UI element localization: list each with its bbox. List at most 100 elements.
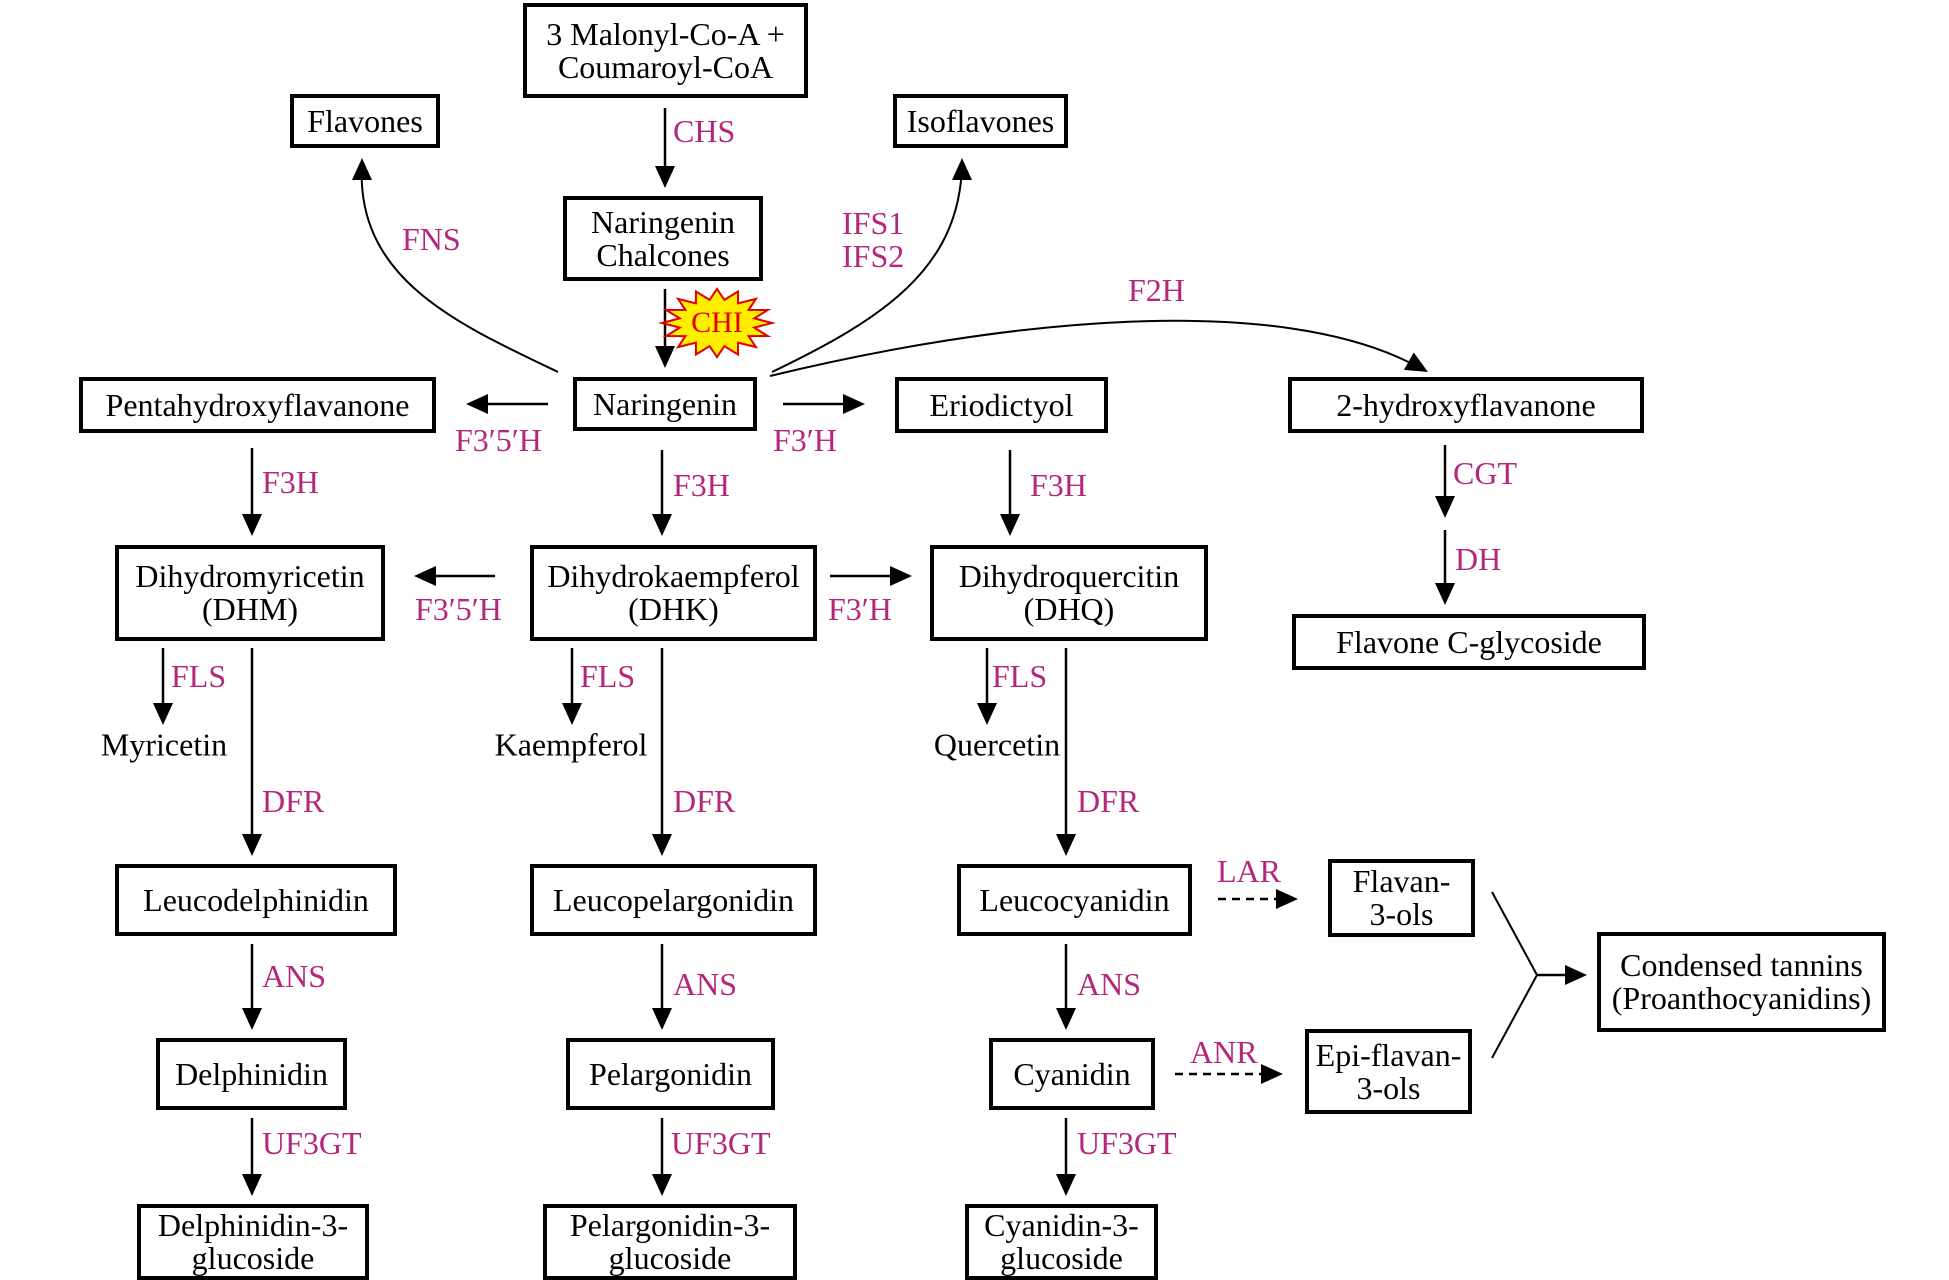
enzyme-label-line: LAR — [1217, 853, 1281, 889]
arrow-naringenin-to-2hydroxyflavanone — [769, 319, 1421, 377]
node-label-line: (Proanthocyanidins) — [1611, 980, 1872, 1016]
node-label-line: Epi-flavan- — [1315, 1036, 1462, 1073]
node-label-line: glucoside — [1000, 1240, 1123, 1276]
arrow-dhm-to-leucodelphinidin-head — [242, 834, 262, 856]
enzyme-f3h-prime-top: F3′H — [773, 424, 837, 457]
arrow-dhk-to-dhm-head — [414, 566, 436, 586]
node-delphinidin: Delphinidin — [156, 1038, 347, 1110]
arrow-dhm-to-myricetin-head — [153, 703, 173, 725]
enzyme-dfr-center: DFR — [673, 785, 735, 818]
enzyme-f35h-mid: F3′5′H — [415, 593, 502, 626]
enzyme-label-line: DFR — [1077, 783, 1140, 819]
enzyme-label-line: F3H — [1030, 467, 1087, 503]
enzyme-label-line: ANS — [262, 958, 327, 994]
enzyme-anr: ANR — [1190, 1036, 1258, 1069]
enzyme-chs: CHS — [673, 115, 735, 148]
product-myricetin: Myricetin — [100, 726, 228, 763]
arrow-eriodictyol-to-dhq-head — [1000, 514, 1020, 536]
enzyme-ans-left: ANS — [262, 960, 326, 993]
node-label-line: Eriodictyol — [929, 386, 1074, 423]
node-label-line: Cyanidin-3- — [984, 1207, 1139, 1243]
node-pelarg3g: Pelargonidin-3-glucoside — [543, 1204, 797, 1280]
enzyme-chi: CHI — [691, 306, 743, 339]
node-tannins: Condensed tannins(Proanthocyanidins) — [1597, 932, 1886, 1032]
chi-burst-shape — [658, 287, 776, 359]
enzyme-uf3gt-center: UF3GT — [671, 1127, 771, 1160]
arrow-naringenin-to-dhk-head — [652, 514, 672, 536]
enzyme-f2h: F2H — [1128, 274, 1185, 307]
node-label-line: Chalcones — [596, 236, 730, 273]
arrow-pelargonidin-to-pelarg3g-head — [652, 1174, 672, 1196]
arrow-naringenin-to-isoflavones — [771, 163, 963, 373]
enzyme-label-line: IFS2 — [842, 238, 905, 274]
product-quercetin: Quercetin — [933, 726, 1061, 763]
node-delph3g: Delphinidin-3-glucoside — [137, 1204, 369, 1280]
enzyme-label-line: DFR — [673, 783, 736, 819]
arrow-dhk-to-leucopelargonidin-head — [652, 834, 672, 856]
node-flavone-cglycoside: Flavone C-glycoside — [1292, 614, 1646, 670]
arrow-naringenin-to-flavones — [360, 163, 559, 373]
arrow-chalcones-to-naringenin-head — [655, 346, 675, 368]
node-pelargonidin: Pelargonidin — [566, 1038, 775, 1110]
enzyme-label-line: ANS — [673, 966, 738, 1002]
node-label-line: (DHQ) — [1023, 591, 1115, 627]
arrow-naringenin-to-2hydroxyflavanone-head — [1403, 352, 1428, 372]
enzyme-label-line: F3′5′H — [415, 591, 502, 627]
enzyme-label-line: F3H — [262, 464, 319, 500]
enzyme-label-line: UF3GT — [262, 1125, 362, 1161]
node-label-line: Pelargonidin — [589, 1055, 752, 1092]
node-label-line: Flavan- — [1352, 863, 1451, 899]
enzyme-ans-center: ANS — [673, 968, 737, 1001]
node-eriodictyol: Eriodictyol — [895, 377, 1108, 433]
enzyme-label-line: F3′H — [773, 422, 837, 458]
node-epiflavan3ols: Epi-flavan-3-ols — [1305, 1029, 1472, 1114]
enzyme-label-line: F3H — [673, 467, 730, 503]
node-flavan3ols: Flavan-3-ols — [1328, 859, 1475, 937]
arrow-pentahydroxy-to-dhm-head — [242, 514, 262, 536]
node-label-line: Flavone C-glycoside — [1336, 623, 1602, 660]
enzyme-label-line: DH — [1455, 541, 1502, 577]
node-leucocyanidin: Leucocyanidin — [957, 864, 1192, 936]
enzyme-label-line: DFR — [262, 783, 325, 819]
node-label-line: (DHK) — [628, 591, 719, 627]
enzyme-dh: DH — [1455, 543, 1501, 576]
node-isoflavones: Isoflavones — [893, 94, 1068, 148]
enzyme-lar: LAR — [1217, 855, 1281, 888]
node-label-line: 3 Malonyl-Co-A + — [546, 15, 785, 52]
enzyme-dfr-right: DFR — [1077, 785, 1139, 818]
arrow-leucopelargonidin-to-pelargonidin-head — [652, 1008, 672, 1030]
enzyme-fls-left: FLS — [171, 660, 226, 693]
node-label-line: Delphinidin — [175, 1055, 328, 1092]
node-label-line: 2-hydroxyflavanone — [1336, 386, 1596, 423]
bracket-flavan3ols — [1491, 891, 1538, 976]
enzyme-uf3gt-left: UF3GT — [262, 1127, 362, 1160]
arrow-leucocyanidin-to-cyanidin-head — [1056, 1008, 1076, 1030]
node-label-line: 3-ols — [1356, 1069, 1421, 1106]
node-label-line: glucoside — [191, 1240, 315, 1276]
node-flavones: Flavones — [290, 94, 440, 148]
node-naringenin: Naringenin — [573, 377, 757, 431]
enzyme-label-line: F3′5′H — [455, 422, 542, 458]
node-label-line: Dihydromyricetin — [135, 558, 365, 594]
node-label-line: Naringenin — [591, 203, 735, 240]
node-leucodelphinidin: Leucodelphinidin — [115, 864, 397, 936]
enzyme-label-line: CHS — [673, 113, 736, 149]
node-dhk: Dihydrokaempferol(DHK) — [530, 545, 817, 641]
enzyme-label-line: ANS — [1077, 966, 1142, 1002]
arrow-malonyl-to-chalcones-head — [655, 166, 675, 188]
arrow-delphinidin-to-delph3g-head — [242, 1174, 262, 1196]
node-label-line: Leucocyanidin — [979, 881, 1170, 918]
arrow-leucodelphinidin-to-delphinidin-head — [242, 1008, 262, 1030]
arrow-dhk-to-kaempferol-head — [562, 703, 582, 725]
arrow-naringenin-to-isoflavones-head — [952, 158, 972, 180]
enzyme-f3h-prime-mid: F3′H — [828, 593, 892, 626]
node-label-line: (DHM) — [202, 591, 298, 627]
enzyme-cgt: CGT — [1453, 457, 1517, 490]
node-label-line: Isoflavones — [906, 102, 1055, 139]
node-label-line: Delphinidin-3- — [157, 1207, 349, 1243]
node-leucopelargonidin: Leucopelargonidin — [530, 864, 817, 936]
bracket-epiflavan3ols — [1491, 974, 1538, 1059]
